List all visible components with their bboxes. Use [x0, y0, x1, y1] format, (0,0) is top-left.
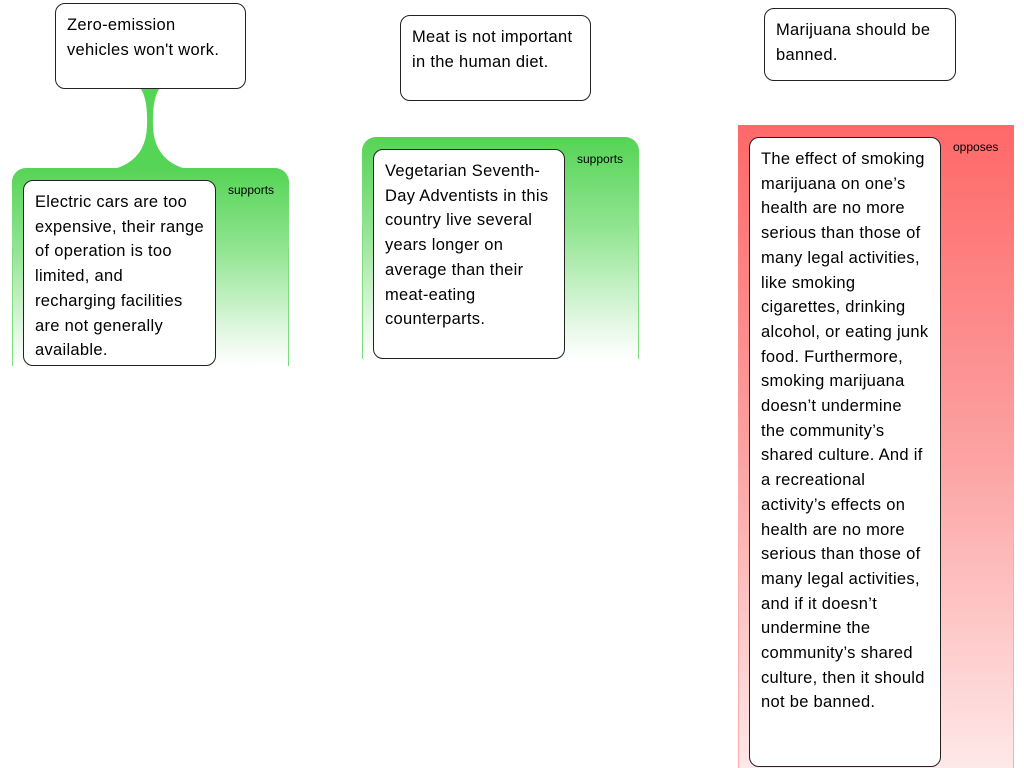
claim-box[interactable]: Marijuana should be banned. — [764, 8, 956, 81]
reason-box[interactable]: Vegetarian Seventh-Day Adventists in thi… — [373, 149, 565, 359]
relation-label: opposes — [953, 140, 999, 154]
relation-label: supports — [577, 152, 624, 166]
relation-label: supports — [228, 183, 275, 197]
support-connector — [110, 86, 190, 170]
reason-box[interactable]: The effect of smoking marijuana on one’s… — [749, 137, 941, 767]
reason-box[interactable]: Electric cars are too expensive, their r… — [23, 180, 216, 366]
claim-box[interactable]: Meat is not important in the human diet. — [400, 15, 591, 101]
claim-box[interactable]: Zero-emission vehicles won't work. — [55, 3, 246, 89]
